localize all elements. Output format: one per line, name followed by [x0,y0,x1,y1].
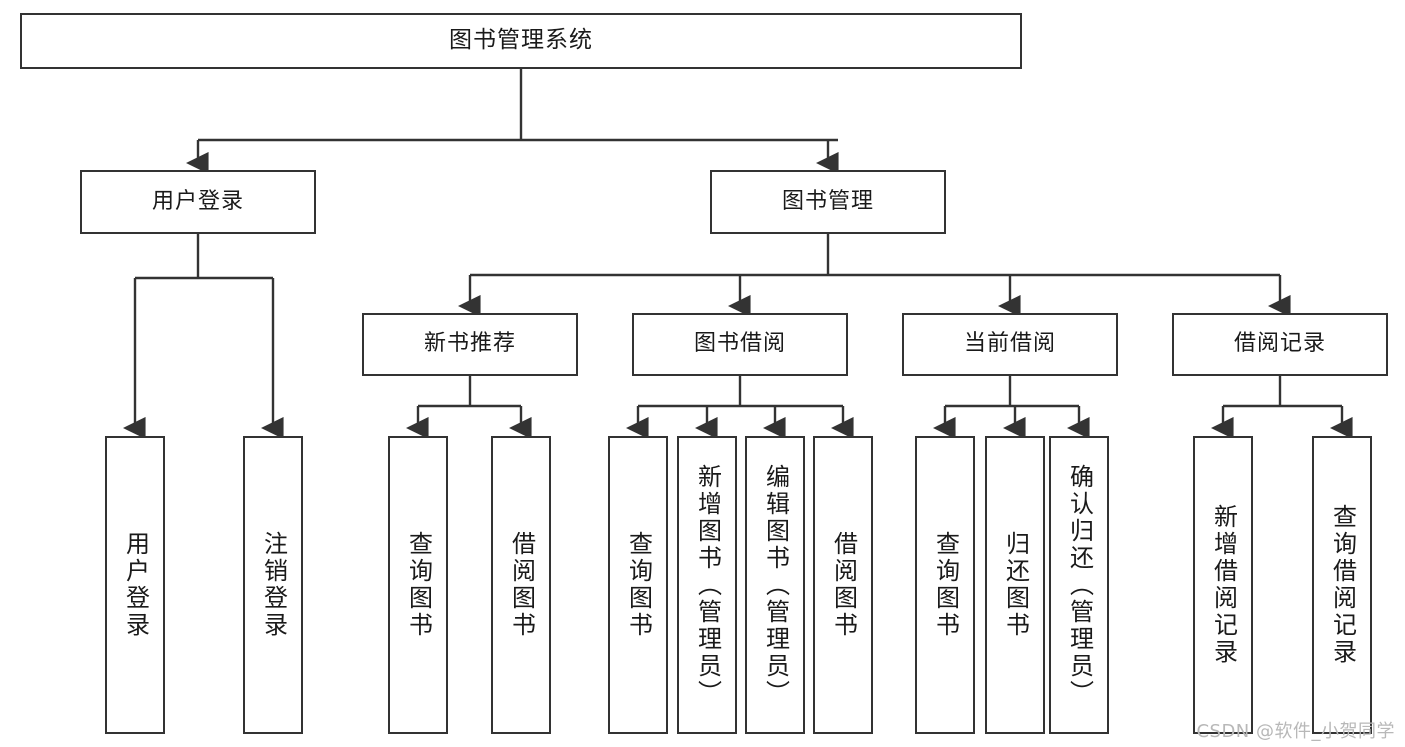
leaf-borrow-book-new[interactable]: 借阅图书 [491,436,551,734]
node-user-login[interactable]: 用户登录 [80,170,316,234]
leaf-confirm-return-admin[interactable]: 确认归还（管理员） [1049,436,1109,734]
node-borrow-record[interactable]: 借阅记录 [1172,313,1388,376]
node-book-management[interactable]: 图书管理 [710,170,946,234]
node-root-system[interactable]: 图书管理系统 [20,13,1022,69]
leaf-query-borrow-record[interactable]: 查询借阅记录 [1312,436,1372,734]
node-book-borrow[interactable]: 图书借阅 [632,313,848,376]
leaf-query-book-current[interactable]: 查询图书 [915,436,975,734]
node-new-book-recommend[interactable]: 新书推荐 [362,313,578,376]
leaf-query-book-new[interactable]: 查询图书 [388,436,448,734]
node-current-borrow[interactable]: 当前借阅 [902,313,1118,376]
leaf-return-book[interactable]: 归还图书 [985,436,1045,734]
leaf-edit-book-admin[interactable]: 编辑图书（管理员） [745,436,805,734]
leaf-logout[interactable]: 注销登录 [243,436,303,734]
leaf-query-book-borrow[interactable]: 查询图书 [608,436,668,734]
leaf-add-book-admin[interactable]: 新增图书（管理员） [677,436,737,734]
leaf-add-borrow-record[interactable]: 新增借阅记录 [1193,436,1253,734]
leaf-borrow-book[interactable]: 借阅图书 [813,436,873,734]
leaf-user-login[interactable]: 用户登录 [105,436,165,734]
watermark-text: CSDN @软件_小贺同学 [1196,721,1395,742]
